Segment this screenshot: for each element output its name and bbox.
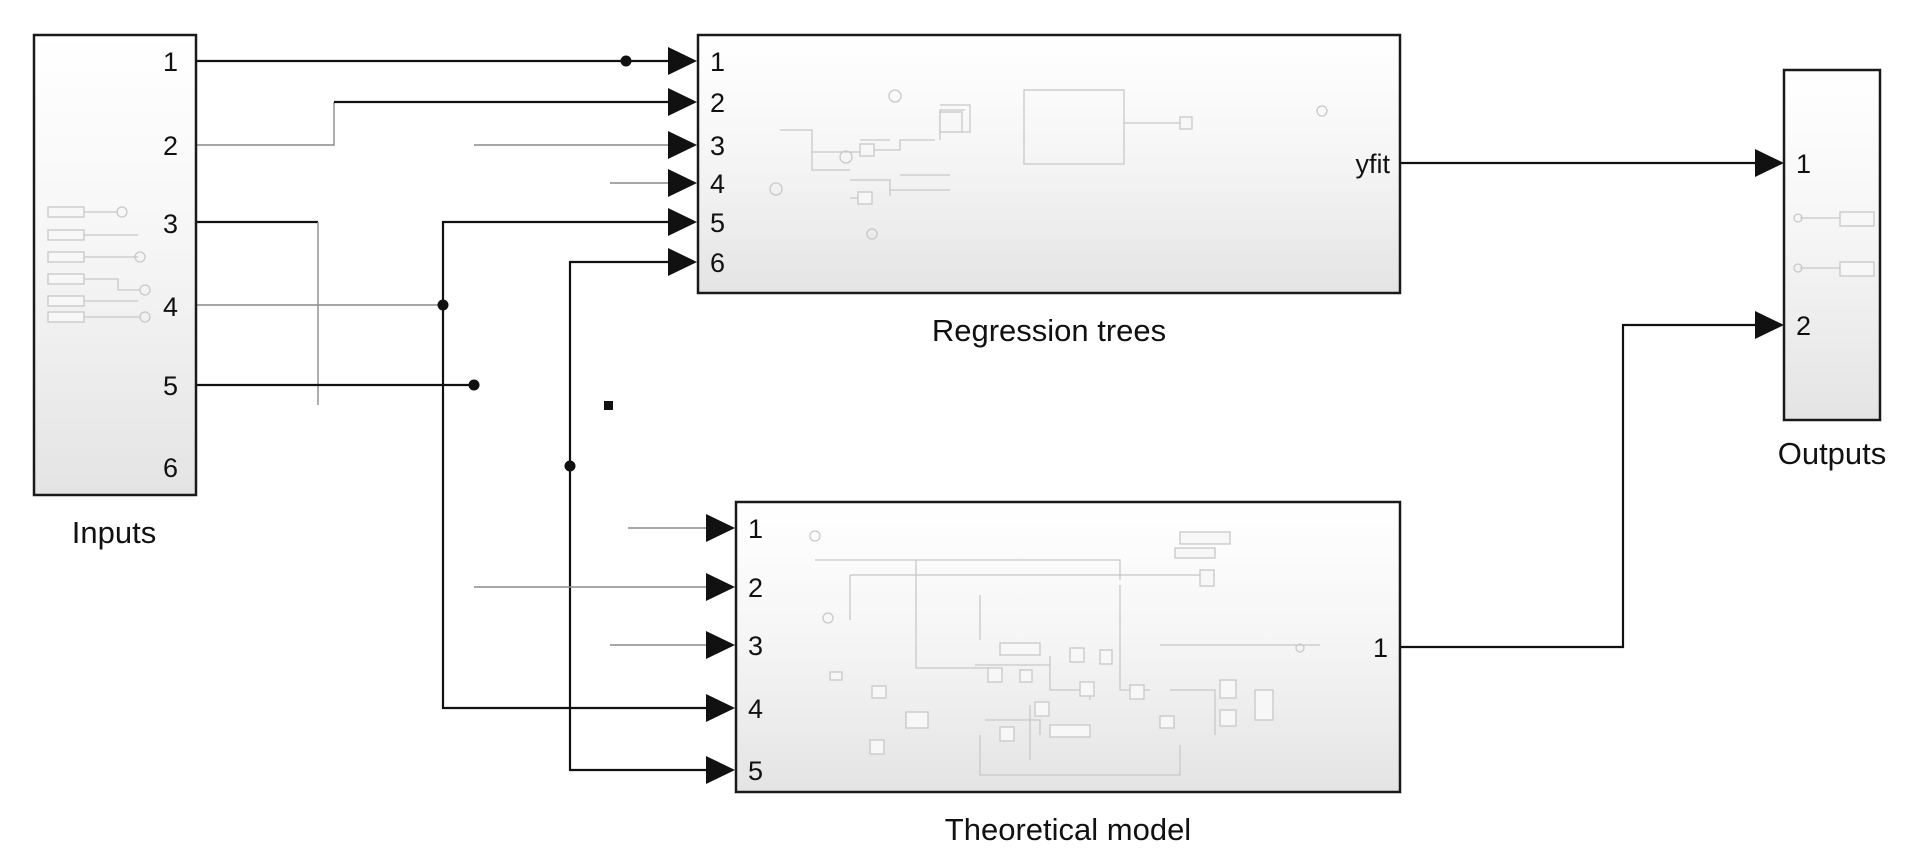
arrow-regression-in5: [668, 208, 697, 236]
junction-dot: [564, 460, 576, 472]
arrow-regression-in3: [668, 131, 697, 159]
theoretical-in-port-label: 1: [748, 514, 763, 544]
inputs-port-label: 5: [163, 371, 178, 401]
theoretical-caption: Theoretical model: [945, 812, 1191, 847]
outputs-block[interactable]: 1 2 Outputs: [1778, 68, 1887, 471]
regression-in-port-label: 4: [710, 169, 725, 199]
port-marker: [604, 401, 613, 410]
outputs-port-label: 1: [1796, 149, 1811, 179]
arrow-theoretical-in4: [706, 694, 735, 722]
theoretical-model-block[interactable]: 1 2 3 4 5 1 Theoretical model: [734, 500, 1402, 847]
inputs-port-label: 6: [163, 453, 178, 483]
regression-in-port-label: 5: [710, 208, 725, 238]
regression-internal-ghost: [769, 89, 1328, 240]
theoretical-internal-ghost: [809, 530, 1320, 776]
theoretical-in-port-label: 5: [748, 756, 763, 786]
wire-to-theoretical5[interactable]: [568, 466, 706, 772]
inputs-port-label: 2: [163, 131, 178, 161]
theoretical-in-port-label: 3: [748, 631, 763, 661]
signal-wires: [197, 55, 1760, 772]
theoretical-out-port-label: 1: [1373, 633, 1388, 663]
theoretical-model-block-box[interactable]: [734, 500, 1402, 794]
arrow-regression-in2: [668, 88, 697, 116]
arrow-outputs-in1: [1755, 149, 1784, 177]
wire-input2-segment[interactable]: [197, 102, 335, 146]
outputs-internal-ghost: [1793, 211, 1875, 277]
outputs-block-box[interactable]: [1782, 68, 1882, 422]
inputs-internal-ghost: [47, 206, 151, 323]
regression-in-port-label: 6: [710, 248, 725, 278]
junction-dot: [620, 55, 632, 67]
wire-to-regression5[interactable]: [441, 220, 668, 305]
outputs-port-label: 2: [1796, 311, 1811, 341]
arrowheads: [668, 47, 1784, 784]
regression-out-port-label: yfit: [1355, 149, 1390, 179]
arrow-regression-in4: [668, 169, 697, 197]
inputs-block-box[interactable]: [32, 33, 198, 497]
regression-trees-block[interactable]: 1 2 3 4 5 6 yfit Regression trees: [696, 33, 1402, 348]
arrow-outputs-in2: [1755, 311, 1784, 339]
regression-in-port-label: 1: [710, 47, 725, 77]
regression-in-port-label: 2: [710, 88, 725, 118]
arrow-regression-in1: [668, 47, 697, 75]
wire-theoretical-to-output2[interactable]: [1400, 323, 1760, 649]
arrow-theoretical-in3: [706, 631, 735, 659]
outputs-caption: Outputs: [1778, 436, 1887, 471]
theoretical-in-port-label: 4: [748, 694, 763, 724]
theoretical-in-port-label: 2: [748, 573, 763, 603]
arrow-theoretical-in2: [706, 573, 735, 601]
arrow-regression-in6: [668, 248, 697, 276]
regression-in-port-label: 3: [710, 131, 725, 161]
inputs-port-label: 1: [163, 47, 178, 77]
regression-caption: Regression trees: [932, 313, 1166, 348]
inputs-caption: Inputs: [72, 515, 156, 550]
arrow-theoretical-in1: [706, 514, 735, 542]
inputs-port-label: 3: [163, 209, 178, 239]
inputs-port-label: 4: [163, 292, 178, 322]
arrow-theoretical-in5: [706, 756, 735, 784]
wire-to-regression6[interactable]: [568, 260, 668, 466]
inputs-block[interactable]: 1 2 3 4 5 6 Inputs: [32, 33, 198, 550]
wire-to-theoretical4[interactable]: [441, 305, 706, 710]
junction-dot: [468, 379, 480, 391]
